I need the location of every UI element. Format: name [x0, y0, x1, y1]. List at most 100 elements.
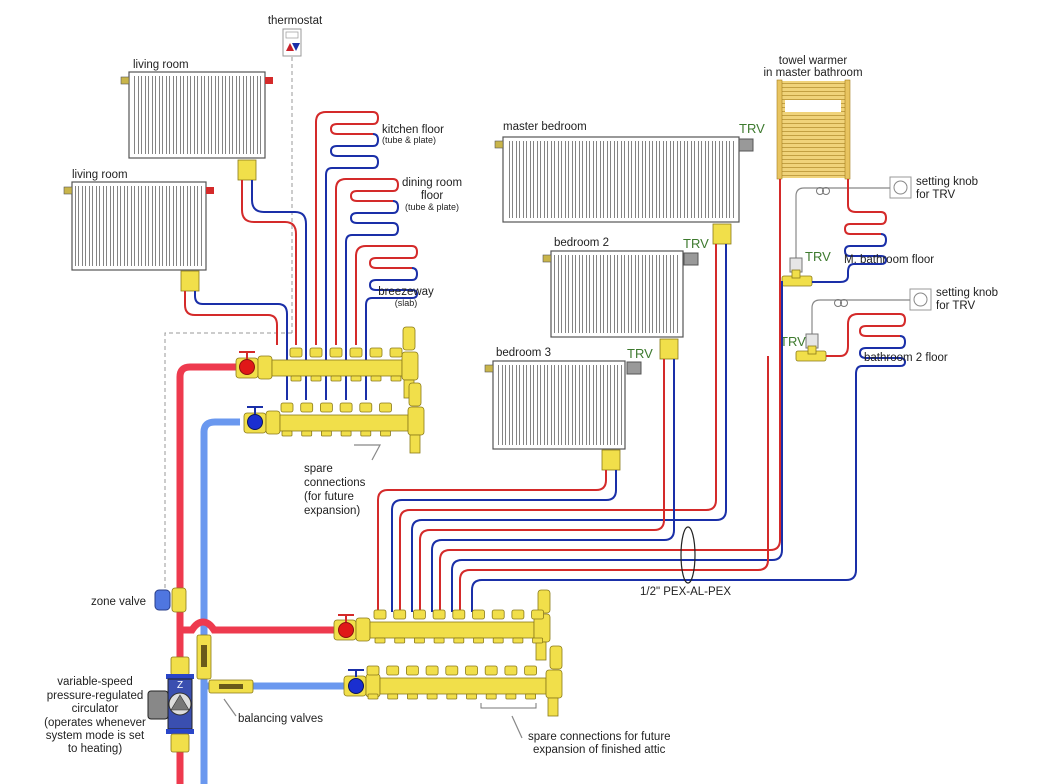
manifold-port-bottom	[387, 693, 399, 700]
manifold-port[interactable]	[309, 347, 323, 358]
setting-knob-label-2: for TRV	[936, 300, 976, 312]
manifold-port[interactable]	[389, 347, 403, 358]
zone-valve[interactable]	[154, 587, 187, 613]
manifold-port[interactable]	[445, 665, 459, 676]
manifold-port-bottom	[413, 637, 425, 644]
manifold-port[interactable]	[452, 609, 466, 620]
svg-text:pressure-regulated: pressure-regulated	[47, 690, 144, 702]
lower-supply-manifold	[333, 589, 551, 661]
pex-return-pipe	[471, 382, 857, 612]
trv-label: TRV	[739, 121, 765, 136]
svg-text:(operates whenever: (operates whenever	[44, 717, 146, 729]
manifold-port-bottom	[485, 693, 497, 700]
pex-bundle-marker	[680, 526, 696, 584]
manifold-port[interactable]	[405, 665, 419, 676]
dining-floor-supply	[335, 178, 400, 345]
radiator-label: bedroom 3	[496, 347, 551, 359]
manifold-port[interactable]	[339, 402, 353, 413]
manifold-port-bottom	[426, 693, 438, 700]
manifold-port[interactable]	[393, 609, 407, 620]
return-pipe	[194, 291, 288, 400]
return-ball-valve[interactable]	[247, 414, 263, 430]
kitchen-floor-note: (tube & plate)	[382, 135, 436, 145]
trv-head[interactable]	[626, 361, 642, 375]
manifold-port-bottom	[433, 637, 445, 644]
supply-branch	[180, 618, 335, 634]
manifold-port[interactable]	[319, 402, 333, 413]
manifold-port[interactable]	[349, 347, 363, 358]
manifold-port-bottom	[310, 375, 322, 382]
radiator-master-bedroom	[494, 136, 754, 245]
breezeway-supply	[355, 245, 419, 345]
setting-knob-2[interactable]	[909, 288, 932, 311]
setting-knob-label: setting knob	[916, 176, 978, 188]
pex-label: 1/2" PEX-AL-PEX	[640, 586, 731, 598]
supply-ball-valve[interactable]	[239, 359, 255, 375]
manifold-port[interactable]	[484, 665, 498, 676]
manifold-port[interactable]	[280, 402, 294, 413]
pex-return-pipe	[451, 281, 783, 612]
manifold-port[interactable]	[504, 665, 518, 676]
bathroom-2-floor-label: bathroom 2 floor	[864, 352, 948, 364]
svg-text:circulator: circulator	[72, 703, 119, 715]
manifold-port[interactable]	[432, 609, 446, 620]
trv-head[interactable]	[683, 252, 699, 266]
manifold-port-bottom	[453, 637, 465, 644]
manifold-port[interactable]	[379, 402, 392, 413]
radiator-living-room-1	[120, 71, 273, 181]
towel-warmer-label-2: in master bathroom	[763, 67, 862, 79]
manifold-port-bottom	[390, 375, 402, 382]
thermostat	[282, 28, 302, 57]
breezeway-return	[365, 267, 419, 400]
manifold-port[interactable]	[472, 609, 485, 620]
spare-upper-leader	[354, 444, 381, 461]
manifold-port[interactable]	[289, 347, 303, 358]
manifold-port[interactable]	[359, 402, 373, 413]
supply-ball-valve[interactable]	[338, 622, 354, 638]
manifold-port[interactable]	[369, 347, 383, 358]
kitchen-floor-label: kitchen floor	[382, 124, 444, 136]
pex-return-pipe	[411, 244, 727, 612]
balancing-valve-horizontal[interactable]	[208, 679, 254, 694]
svg-text:to heating): to heating)	[68, 743, 123, 755]
manifold-port-bottom	[330, 375, 342, 382]
circulator[interactable]: Z	[147, 656, 194, 753]
trv-head[interactable]	[738, 138, 754, 152]
balancing-valves-label: balancing valves	[238, 713, 323, 725]
bathroom-2-floor-supply	[826, 313, 907, 357]
radiator-bedroom-2	[542, 250, 699, 360]
manifold-port[interactable]	[511, 609, 525, 620]
manifold-port[interactable]	[524, 665, 537, 676]
manifold-port-bottom	[281, 430, 293, 437]
manifold-port[interactable]	[412, 609, 426, 620]
manifold-port[interactable]	[491, 609, 505, 620]
manifold-port[interactable]	[300, 402, 314, 413]
manifold-port[interactable]	[366, 665, 380, 676]
m-bathroom-trv[interactable]	[781, 257, 813, 287]
m-bathroom-floor-supply	[843, 179, 888, 235]
down-arrow-icon	[292, 43, 300, 51]
manifold-port[interactable]	[386, 665, 400, 676]
manifold-port[interactable]	[531, 609, 544, 620]
upper-supply-manifold	[235, 326, 419, 399]
svg-text:expansion): expansion)	[304, 505, 360, 517]
spare-lower-leader	[511, 715, 523, 739]
balancing-valve-vertical[interactable]	[196, 634, 212, 680]
manifold-port[interactable]	[329, 347, 343, 358]
capillary-wire	[795, 187, 890, 258]
manifold-port-bottom	[473, 637, 484, 644]
spare-lower-label-2: expansion of finished attic	[533, 744, 666, 756]
up-arrow-icon	[286, 43, 294, 51]
setting-knob-1[interactable]	[889, 176, 912, 199]
manifold-port-bottom	[466, 693, 477, 700]
balancing-valves-leader	[223, 698, 237, 717]
manifold-port[interactable]	[425, 665, 439, 676]
manifold-port[interactable]	[465, 665, 478, 676]
trv-label: TRV	[780, 334, 806, 349]
spare-upper-annotation: spare connections (for future expansion)	[304, 463, 366, 517]
kitchen-floor-supply	[315, 111, 380, 345]
manifold-port[interactable]	[373, 609, 387, 620]
bathroom-2-trv[interactable]	[795, 333, 827, 362]
return-ball-valve[interactable]	[348, 678, 364, 694]
